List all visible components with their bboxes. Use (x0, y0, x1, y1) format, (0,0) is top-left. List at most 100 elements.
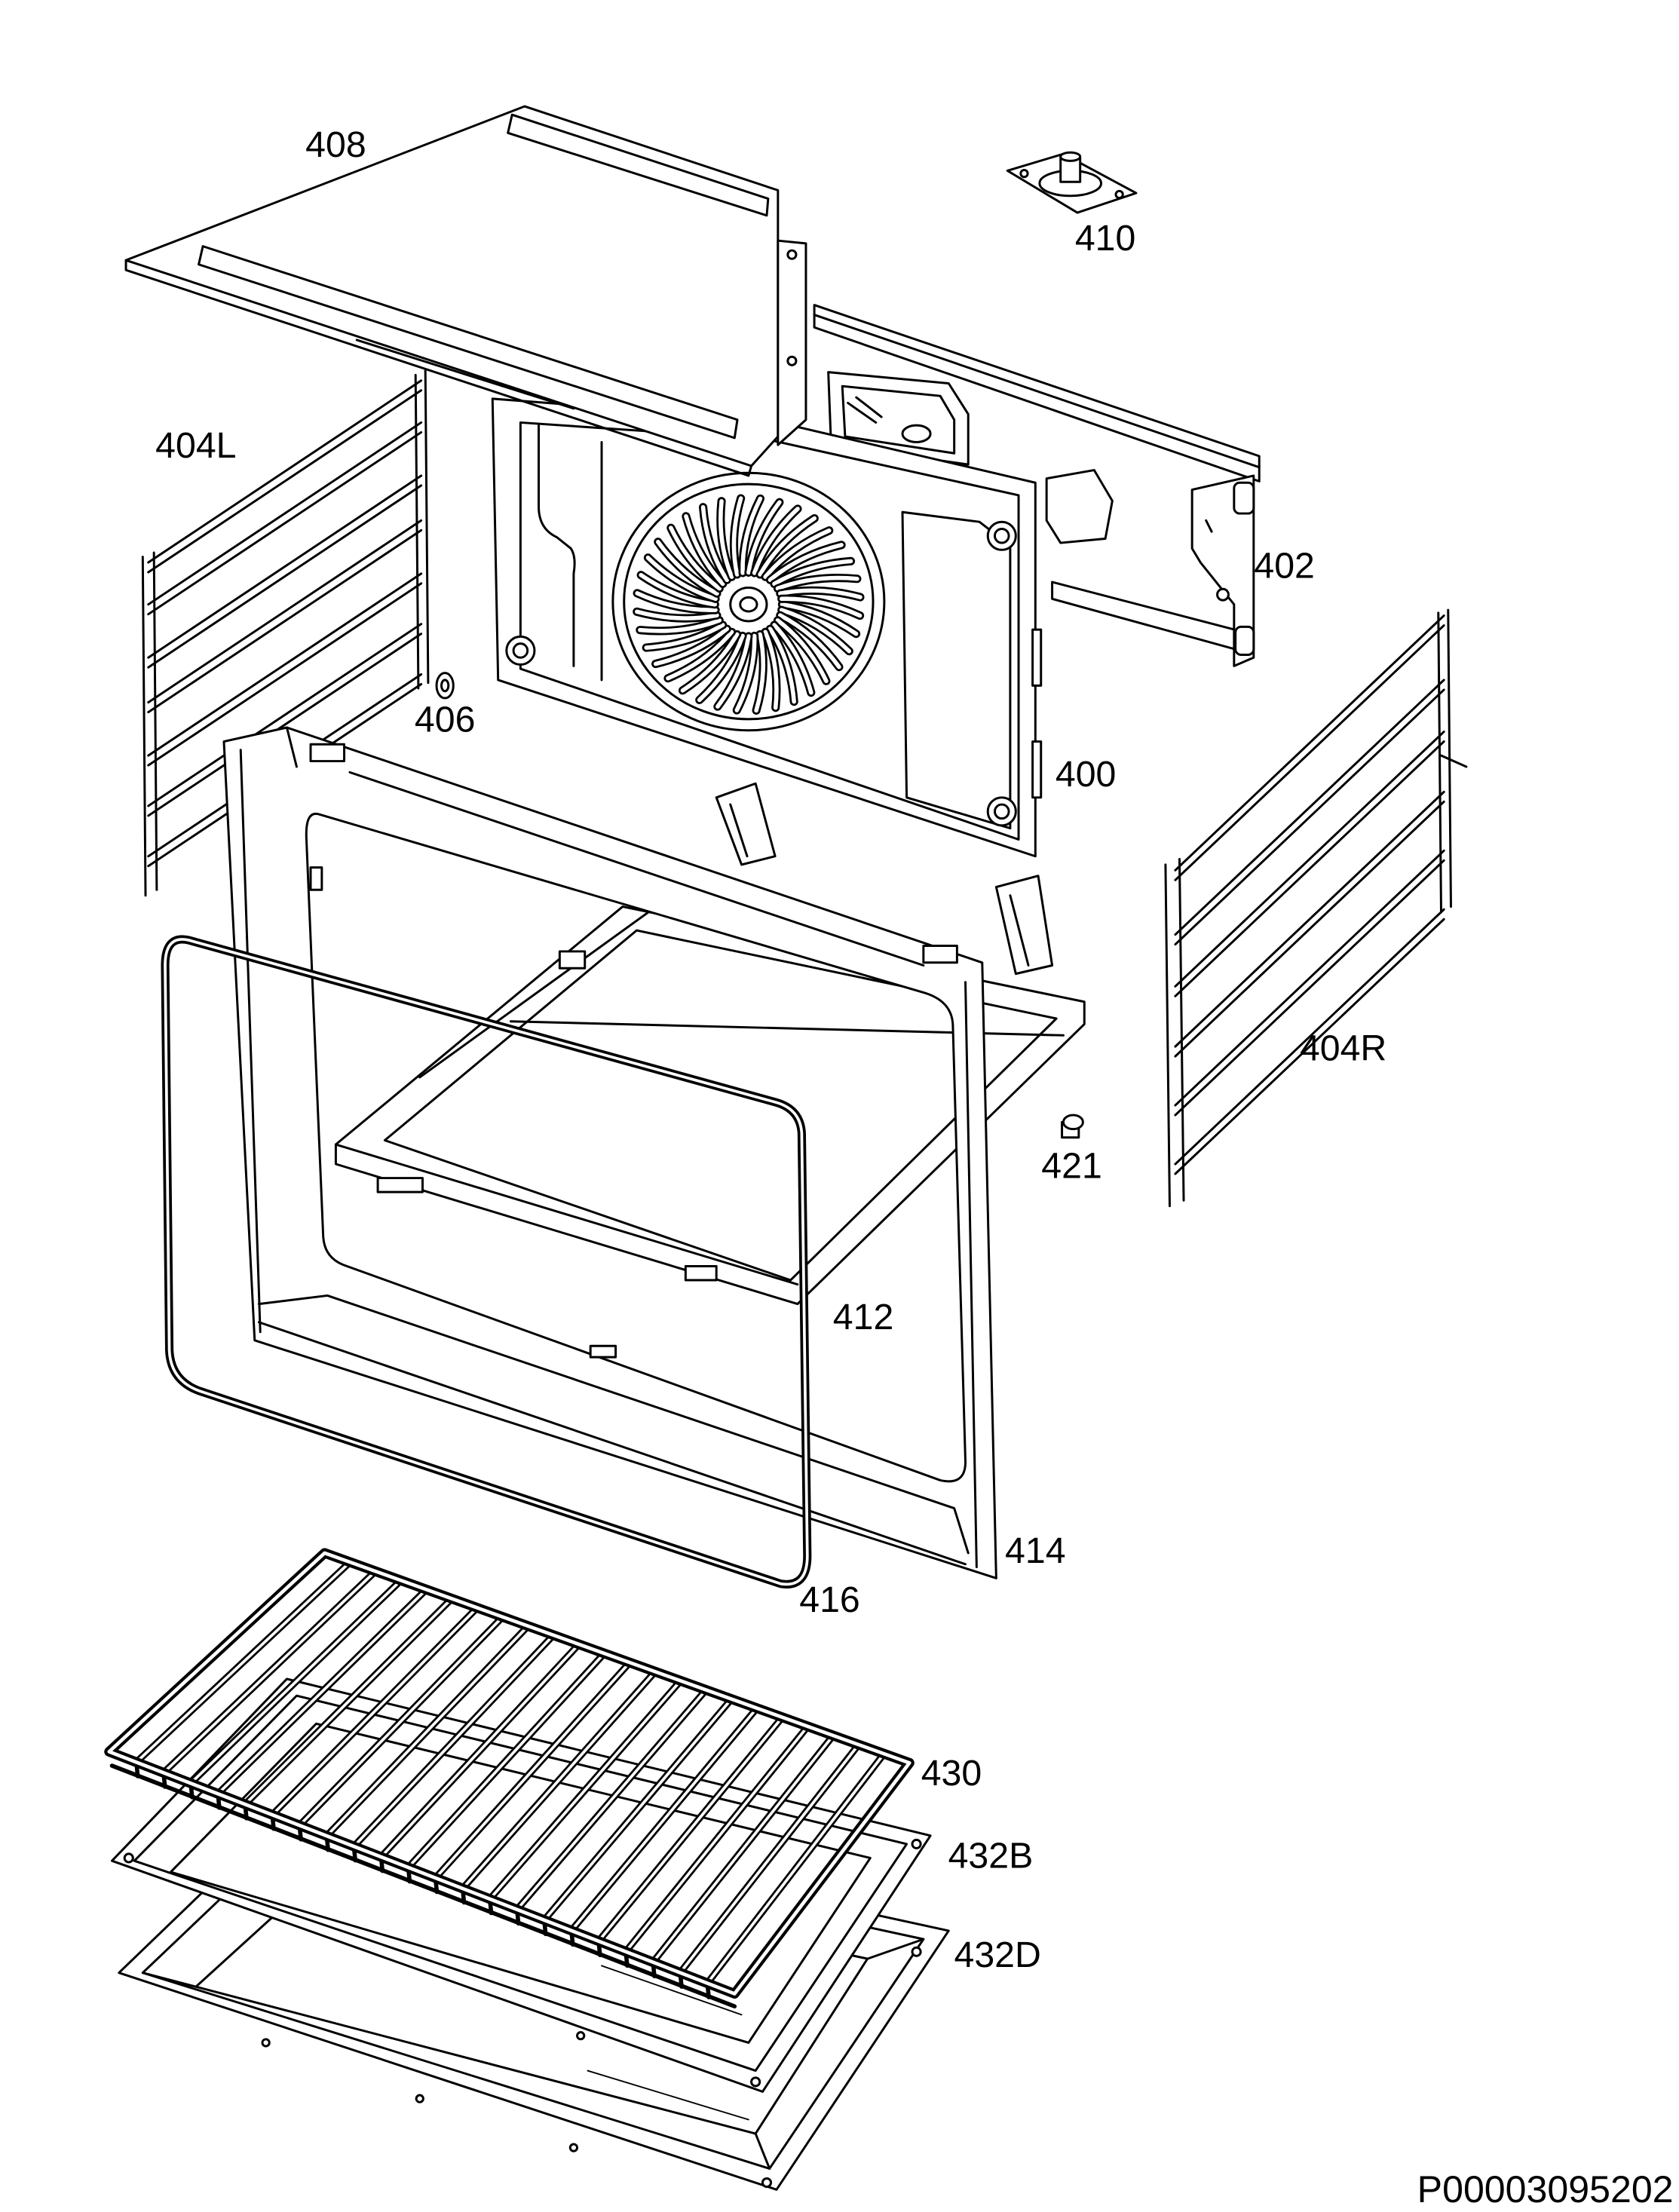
tray-rim-dot (911, 1838, 922, 1849)
deep-tray-reflection (587, 2070, 749, 2121)
label-432D: 432D (954, 1935, 1041, 1975)
shelf-wire (1174, 679, 1445, 936)
fan-slot (638, 618, 722, 633)
frame-inner-edge (239, 749, 262, 1334)
front-frame-body (222, 726, 997, 1579)
shelf-front-bar (1164, 863, 1171, 1208)
motor-housing-mark (855, 396, 883, 418)
cavity-floor-plate (383, 929, 1058, 1282)
fan-slot (645, 555, 718, 602)
hinge-bracket-slot (729, 803, 749, 858)
fan-hub-center (739, 596, 758, 613)
fan-slot (734, 633, 757, 712)
fan-slot (779, 596, 862, 618)
rack-wire (379, 1643, 581, 1858)
fan-slot (731, 496, 743, 577)
tray-rim-dot (415, 2094, 424, 2103)
shelf-wire (1174, 731, 1445, 988)
floor-clip (684, 1265, 718, 1282)
frame-bottom-clip (589, 1344, 617, 1359)
rack-wire (651, 1734, 835, 1964)
shallow-tray-bottom (169, 1722, 872, 2044)
rack-frame-inner (107, 1551, 912, 1996)
motor-housing-inner (841, 384, 956, 455)
mount-stem-top (1059, 151, 1082, 162)
tray-rim-dot (568, 2143, 579, 2152)
bracket-mark (1205, 519, 1213, 533)
part-430-wire-rack (104, 1548, 915, 2008)
fan-slot (740, 496, 763, 575)
shelf-wire (147, 484, 423, 669)
part-400-back-panel (491, 371, 1114, 858)
shelf-wire (147, 430, 423, 616)
rack-wire (624, 1725, 810, 1953)
part-412-inner-frame (334, 782, 1086, 1306)
fan-slot (775, 618, 829, 683)
top-panel-sheet (124, 105, 780, 467)
flange-hole (786, 355, 798, 366)
cavity-floor-bar (418, 894, 673, 1079)
shelf-wire (147, 519, 423, 704)
frame-bottom-trim (257, 1321, 967, 1566)
top-panel-lip (355, 339, 575, 410)
rack-wire (244, 1597, 454, 1806)
shelf-front-bar (141, 556, 147, 897)
frame-bottom-trim (257, 1294, 970, 1555)
rack-wire (488, 1679, 682, 1901)
shelf-wire (1174, 624, 1445, 881)
shallow-tray-reflection (601, 1965, 743, 2016)
frame-corner-edge (285, 726, 298, 768)
label-412: 412 (833, 1297, 894, 1337)
fan-slot (680, 632, 740, 693)
frame-top-seal-line (348, 771, 925, 967)
shelf-wire (1174, 918, 1445, 1175)
tray-rim-dot (761, 2177, 773, 2189)
clip-hole (440, 679, 450, 693)
fan-slot (653, 627, 730, 666)
label-402: 402 (1254, 545, 1315, 586)
deep-tray-wall (754, 2132, 771, 2170)
rack-wire (162, 1570, 377, 1775)
shelf-wire (1174, 790, 1445, 1048)
fan-slot (780, 602, 859, 636)
shelf-wire (1174, 740, 1445, 997)
fan-slot (635, 591, 718, 612)
frame-inner-edge (964, 981, 978, 1568)
panel-side-clip (1045, 469, 1114, 544)
rack-wire (434, 1661, 632, 1880)
fan-slot (634, 609, 719, 620)
mount-hole (1019, 168, 1029, 179)
motor-housing-mark (847, 401, 878, 424)
part-410-mount (1006, 151, 1138, 214)
rack-wires (133, 1558, 888, 1999)
frame-corner-clip (922, 945, 958, 964)
mount-hole (1114, 189, 1124, 200)
panel-side-tab (1031, 740, 1043, 799)
fan-slot (700, 504, 730, 583)
fan-slot (778, 613, 841, 669)
rack-wire (679, 1743, 860, 1975)
shelf-hook (1440, 754, 1468, 768)
screw-head (994, 803, 1010, 820)
shelf-wire (147, 633, 423, 817)
shelf-front-bar (152, 551, 158, 891)
fan-slot (758, 516, 817, 577)
part-416-door-gasket (161, 935, 812, 1589)
shelf-wire (147, 389, 423, 574)
fan-slot (754, 632, 766, 713)
part-406-clip (435, 672, 455, 700)
screw-head (994, 528, 1010, 544)
fan-slot (715, 634, 751, 709)
shelf-wire (147, 582, 423, 767)
fan-slot (763, 630, 779, 710)
shelf-wire (1174, 614, 1445, 872)
label-432B: 432B (948, 1835, 1034, 1876)
label-410: 410 (1075, 218, 1136, 259)
label-421: 421 (1041, 1146, 1102, 1187)
rack-wire (271, 1606, 479, 1817)
fan-cover-slots (633, 494, 865, 715)
cavity-floor (334, 905, 1086, 1306)
shelf-wire (147, 421, 423, 606)
upper-rail-edge (813, 314, 1261, 469)
part-408-top-panel (124, 105, 807, 477)
